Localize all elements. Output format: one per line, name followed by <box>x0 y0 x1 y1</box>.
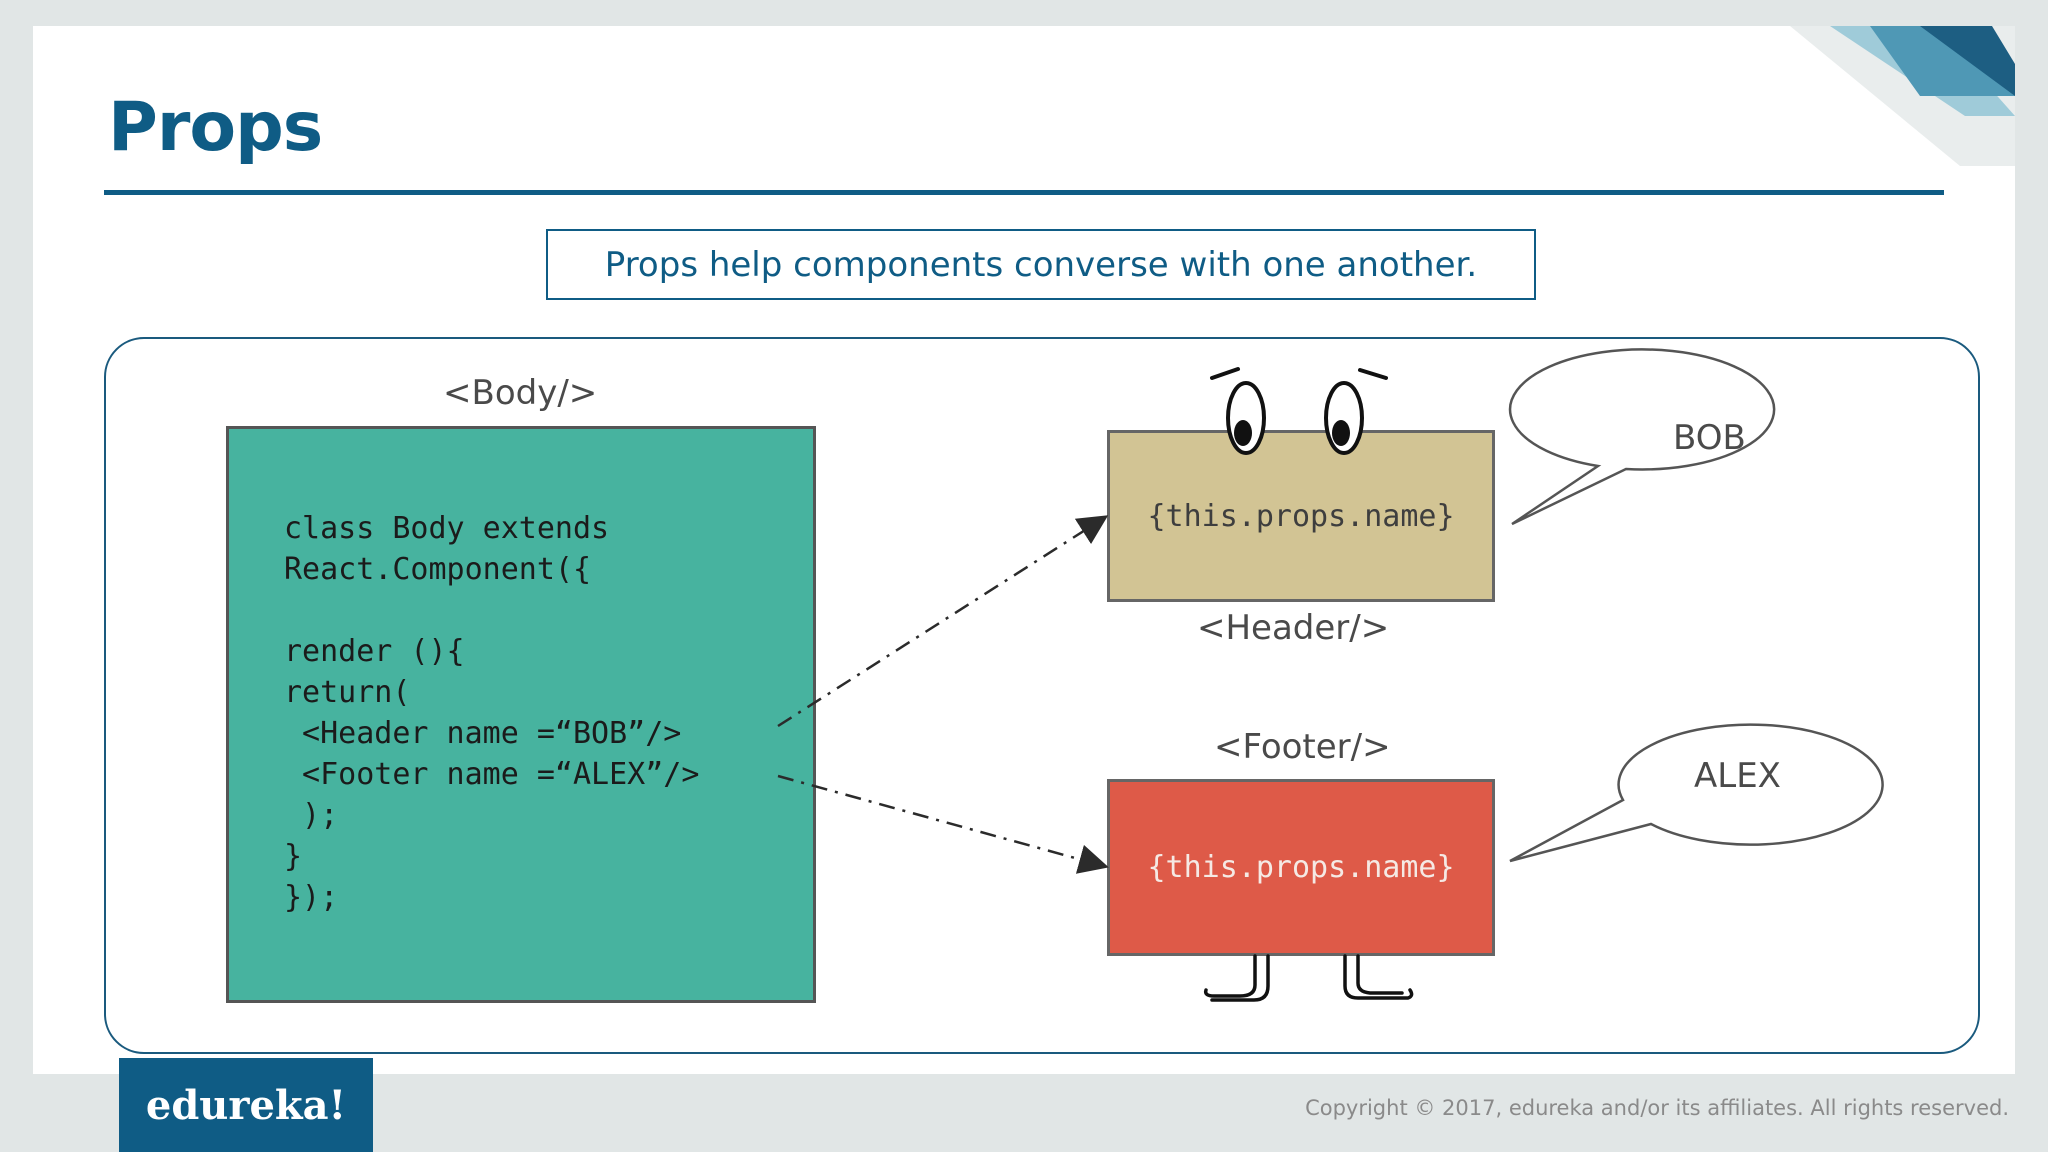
page-title: Props <box>108 88 323 167</box>
body-component-label: <Body/> <box>443 373 598 413</box>
copyright-text: Copyright © 2017, edureka and/or its aff… <box>1305 1096 2009 1120</box>
code-line: <Footer name =“ALEX”/> <box>284 757 700 792</box>
code-line: class Body extends <box>284 511 610 546</box>
edureka-logo: edureka! <box>119 1058 373 1152</box>
code-line: render (){ <box>284 634 465 669</box>
code-line: }); <box>284 880 339 915</box>
speech-bubble-alex <box>1509 723 1884 863</box>
tagline-text: Props help components converse with one … <box>604 244 1478 285</box>
code-line: ); <box>284 798 339 833</box>
legs-icon <box>1203 954 1414 1002</box>
bubble-alex-text: ALEX <box>1694 756 1781 796</box>
header-props-text: {this.props.name} <box>1147 498 1455 534</box>
header-component-label: <Header/> <box>1197 608 1390 648</box>
code-line: React.Component({ <box>284 552 592 587</box>
code-line: <Header name =“BOB”/> <box>284 716 682 751</box>
code-line: return( <box>284 675 411 710</box>
code-line: } <box>284 839 303 874</box>
header-component-box: {this.props.name} <box>1107 430 1495 602</box>
footer-component-box: {this.props.name} <box>1107 779 1495 956</box>
connector-arrows <box>777 515 1109 874</box>
footer-props-text: {this.props.name} <box>1147 850 1455 885</box>
footer-component-label: <Footer/> <box>1214 727 1391 767</box>
corner-decoration <box>1790 26 2015 166</box>
bubble-bob-text: BOB <box>1673 418 1746 458</box>
title-divider <box>104 190 1944 195</box>
tagline-box: Props help components converse with one … <box>546 229 1536 300</box>
diagram-frame <box>104 337 1980 1054</box>
eyes-icon <box>1210 367 1388 455</box>
body-component-box <box>226 426 816 1003</box>
speech-bubble-bob <box>1508 348 1776 526</box>
